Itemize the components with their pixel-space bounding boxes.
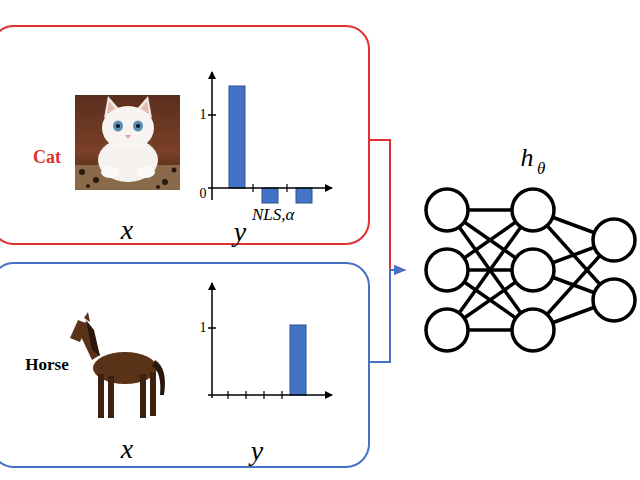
neuron [512,309,554,351]
horse-photo [70,312,165,418]
drawing-part [101,166,119,178]
neuron [593,279,635,321]
drawing-part [208,327,216,329]
drawing-part [245,391,246,399]
drawing-part [79,169,85,175]
target-symbol: y [234,218,246,246]
drawing-part [84,312,90,322]
drawing-part [227,391,228,399]
input-symbol: x [121,216,133,244]
cat-photo [75,95,180,190]
drawing-part [75,95,180,190]
network-box: hθ [405,148,637,392]
drawing-part [208,187,332,189]
drawing-part [162,179,168,185]
drawing-part [211,283,213,398]
neural-network [426,189,635,351]
drawing-part [296,188,312,203]
drawing-part [152,360,165,395]
drawing-part [263,391,264,399]
drawing-part [426,189,635,351]
cat-sample-box: Cat x y NLS,α [0,25,370,245]
drawing-part [262,188,278,203]
drawing-part [137,166,155,178]
neuron [593,219,635,261]
drawing-part [252,184,253,192]
red-bar-chart [208,72,332,203]
neuron [426,189,468,231]
drawing-part [93,177,99,183]
axis-tick-label: 1 [200,108,207,122]
drawing-part [116,124,120,128]
drawing-part [70,320,88,342]
drawing-part [150,372,156,416]
drawing-part [208,394,332,396]
neuron [426,249,468,291]
drawing-part [211,72,213,200]
drawing-part [229,86,245,188]
merge-connector [370,270,405,362]
drawing-part [208,114,216,116]
model-subscript: θ [537,160,545,177]
axis-tick-label: 0 [200,187,207,201]
axis-tick-label: 1 [200,321,207,335]
drawing-part [108,376,114,418]
drawing-part [281,391,282,399]
neuron [426,309,468,351]
neuron [512,189,554,231]
merge-connector [370,140,405,270]
class-label: Cat [33,148,61,166]
target-superscript: NLS,α [252,206,294,223]
drawing-part [136,124,140,128]
drawing-part [133,121,143,132]
drawing-part [86,184,90,188]
horse-sample-box: Horse x y [0,262,370,468]
blue-bar-chart [208,283,332,399]
class-label: Horse [25,356,68,373]
drawing-part [125,135,131,139]
drawing-part [140,374,146,418]
drawing-part [102,106,154,150]
drawing-part [290,325,306,395]
drawing-part [98,374,104,418]
drawing-part [86,320,100,356]
drawing-part [113,121,123,132]
neuron [512,249,554,291]
target-symbol: y [251,437,263,465]
drawing-part [286,184,287,192]
drawing-part [172,168,177,173]
model-symbol: h [521,145,534,171]
input-symbol: x [121,435,133,463]
drawing-part [156,185,160,189]
